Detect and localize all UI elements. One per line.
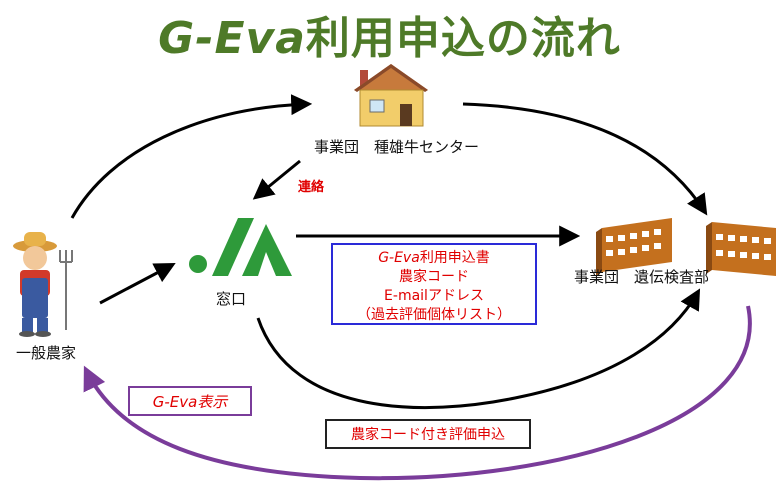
arrow-farmer-to-center xyxy=(70,94,313,219)
arrow-madoguchi-to-lab-curve xyxy=(256,288,701,410)
contact-label: 連絡 xyxy=(298,180,325,195)
arrow-center-to-lab xyxy=(462,102,708,216)
page-title: G-Eva利用申込の流れ xyxy=(0,2,779,66)
arrow-lab-to-farmer xyxy=(83,305,752,481)
doc-line-4: （過去評価個体リスト） xyxy=(357,307,511,323)
madoguchi-label: 窓口 xyxy=(216,290,247,308)
title-suffix: 利用申込の流れ xyxy=(305,13,621,64)
application-documents-box: G-Eva利用申込書 農家コード E-mailアドレス （過去評価個体リスト） xyxy=(331,243,537,325)
doc-line-3: E-mailアドレス xyxy=(384,288,484,304)
doc-line-1: G-Eva利用申込書 xyxy=(378,250,490,266)
lab-label: 事業団 遺伝検査部 xyxy=(574,268,710,286)
farmer-label: 一般農家 xyxy=(16,344,77,362)
building-icon xyxy=(596,218,776,276)
geva-display-box: G-Eva表示 xyxy=(128,386,252,416)
arrow-center-to-madoguchi xyxy=(252,159,301,200)
farmer-icon xyxy=(13,232,73,337)
ja-logo-icon xyxy=(189,218,292,276)
center-label: 事業団 種雄牛センター xyxy=(314,138,480,156)
farmer-code-apply-box: 農家コード付き評価申込 xyxy=(325,419,531,449)
doc-line-2: 農家コード xyxy=(399,269,469,285)
title-prefix: G-Eva xyxy=(158,13,306,64)
house-icon xyxy=(354,64,428,127)
arrow-farmer-to-madoguchi xyxy=(99,263,176,305)
